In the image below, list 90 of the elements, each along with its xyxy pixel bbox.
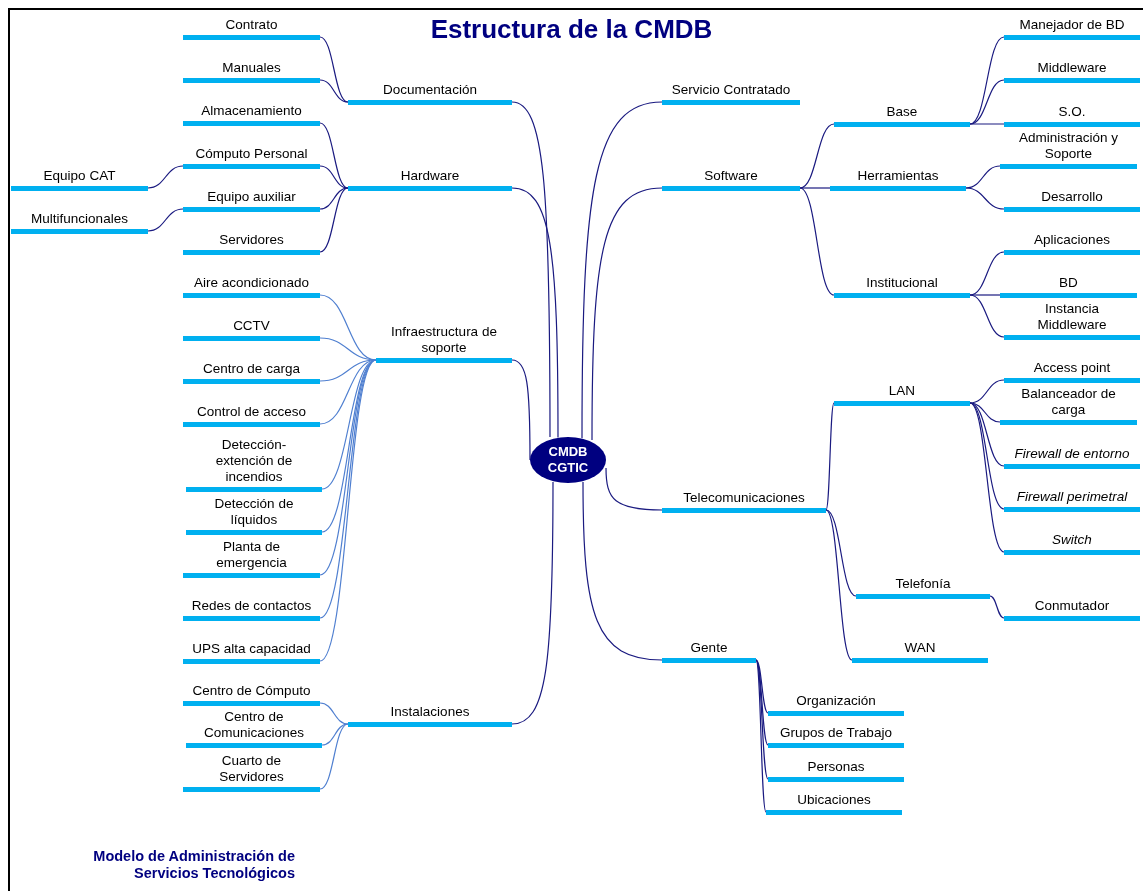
topic-label: Manejador de BD (1018, 16, 1126, 33)
topic-label: Detección-extención de incendios (214, 436, 294, 485)
central-label: CMDB CGTIC (546, 444, 590, 476)
topic-label: Centro de Cómputo (191, 682, 312, 699)
topic-label: Middleware (1036, 59, 1108, 76)
topic-label: Conmutador (1033, 597, 1111, 614)
branch-connector (989, 595, 1005, 619)
branch-connector (969, 294, 1001, 296)
branch-connector (581, 101, 663, 439)
branch-connector (321, 723, 349, 746)
branch-connector (319, 702, 349, 725)
topic-label: Servicio Contratado (670, 81, 792, 98)
topic-label: Administración y Soporte (1017, 129, 1119, 162)
branch-connector (799, 187, 831, 189)
branch-connector (591, 187, 663, 441)
topic-label: Contrato (224, 16, 279, 33)
branch-connector (319, 122, 349, 189)
topic-label: Telecomunicaciones (682, 489, 806, 506)
topic-label: S.O. (1057, 103, 1087, 120)
branch-connector (319, 723, 349, 790)
topic-label: Organización (795, 692, 877, 709)
branch-connector (511, 481, 554, 725)
topic-label: Documentación (382, 81, 478, 98)
topic-label: LAN (887, 382, 917, 399)
topic-label: Aplicaciones (1033, 231, 1111, 248)
branch-connector (319, 187, 349, 210)
branch-connector (605, 467, 663, 511)
topic-label: Manuales (221, 59, 282, 76)
topic-label: Hardware (399, 167, 461, 184)
topic-label: BD (1058, 274, 1079, 291)
topic-label: Desarrollo (1040, 188, 1104, 205)
topic-label: Institucional (865, 274, 939, 291)
branch-connector (319, 165, 349, 189)
topic-label: Multifuncionales (30, 210, 129, 227)
branch-connector (755, 659, 767, 813)
topic-label: Equipo auxiliar (206, 188, 297, 205)
topic-label: Instancia Middleware (1036, 300, 1108, 333)
branch-connector (825, 402, 835, 511)
topic-label: Planta de emergencia (215, 538, 288, 571)
topic-label: Equipo CAT (42, 167, 117, 184)
branch-connector (319, 79, 349, 103)
topic-label: Grupos de Trabajo (779, 724, 893, 741)
branch-connector (965, 165, 1001, 189)
topic-label: Centro de carga (202, 360, 301, 377)
diagram-title: Estructura de la CMDB (430, 14, 713, 45)
topic-label: Access point (1032, 359, 1112, 376)
branch-connector (319, 187, 349, 253)
topic-label: Firewall perimetral (1015, 488, 1129, 505)
topic-label: Personas (806, 758, 866, 775)
branch-connector (969, 379, 1005, 404)
topic-label: Gente (689, 639, 729, 656)
topic-label: Telefonía (894, 575, 952, 592)
branch-connector (147, 208, 184, 232)
branch-connector (969, 402, 1005, 553)
branch-connector (969, 123, 1005, 125)
topic-label: Cómputo Personal (194, 145, 309, 162)
topic-label: Cuarto de Servidores (218, 752, 285, 785)
branch-connector (965, 187, 1005, 210)
branch-connector (511, 101, 551, 438)
topic-label: CCTV (232, 317, 271, 334)
branch-connector (825, 509, 853, 661)
branch-connector (511, 187, 559, 439)
topic-label: Centro de Comunicaciones (203, 708, 305, 741)
topic-label: Control de acceso (196, 403, 307, 420)
topic-label: Infraestructura de soporte (390, 323, 498, 356)
central-ellipse (530, 437, 606, 483)
topic-label: UPS alta capacidad (191, 640, 312, 657)
topic-label: Firewall de entorno (1013, 445, 1131, 462)
topic-label: Detección de líquidos (213, 495, 295, 528)
topic-label: Balanceador de carga (1020, 385, 1117, 418)
topic-label: Almacenamiento (200, 102, 303, 119)
branch-connector (969, 294, 1005, 338)
branch-connector (755, 659, 769, 714)
topic-label: Software (703, 167, 759, 184)
topic-label: WAN (903, 639, 937, 656)
topic-label: Instalaciones (389, 703, 471, 720)
topic-label: Base (885, 103, 919, 120)
branch-connector (825, 509, 857, 597)
topic-label: Herramientas (856, 167, 940, 184)
footer-note: Modelo de Administración de Servicios Tecnológicos (92, 848, 295, 882)
topic-label: Redes de contactos (190, 597, 313, 614)
topic-label: Aire acondicionado (193, 274, 310, 291)
branch-connector (799, 187, 835, 296)
topic-label: Switch (1051, 531, 1093, 548)
branch-connector (147, 165, 184, 189)
branch-connector (582, 481, 663, 661)
branch-connector (319, 36, 349, 103)
topic-label: Ubicaciones (796, 791, 872, 808)
branch-connector (755, 659, 769, 780)
topic-label: Servidores (218, 231, 285, 248)
